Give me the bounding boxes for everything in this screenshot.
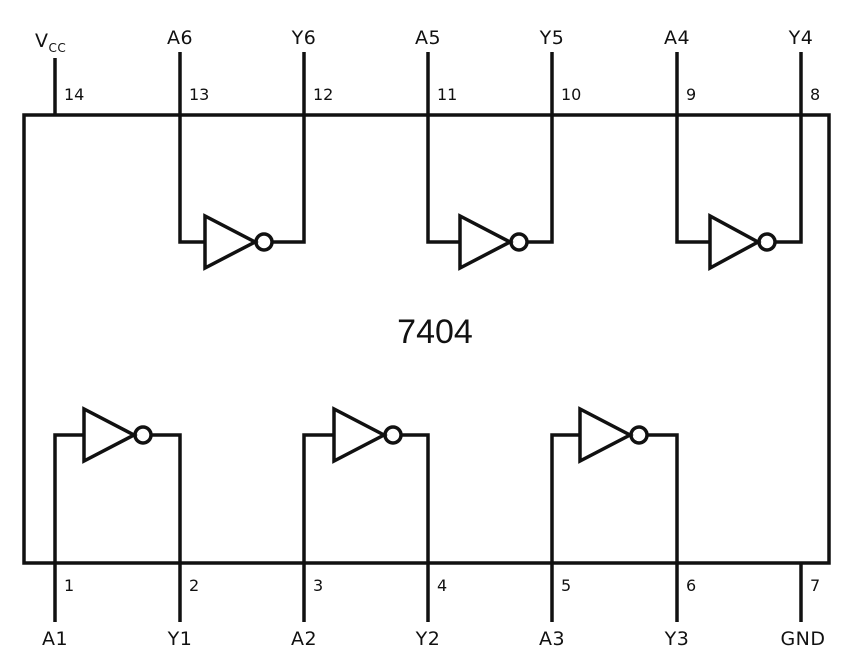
top-pin-11-label: A5 (415, 27, 441, 49)
inverter-a1-y1-output-wire (151, 433, 182, 563)
inverter-a4-y4 (675, 115, 803, 271)
top-pin-11: 11 A5 (415, 27, 457, 115)
top-pin-11-number: 11 (437, 85, 457, 104)
vcc-label-sub: CC (49, 41, 67, 55)
top-pin-8-label: Y4 (788, 27, 814, 49)
bottom-pin-2-number: 2 (189, 576, 199, 595)
top-pin-10-label: Y5 (539, 27, 565, 49)
bottom-pin-7-number: 7 (810, 576, 820, 595)
inverter-a3-y3-triangle-icon (578, 406, 634, 464)
inverter-a2-y2 (302, 406, 430, 563)
bottom-pin-6: 6 Y3 (664, 563, 696, 650)
bottom-pin-1-number: 1 (64, 576, 74, 595)
bottom-pin-6-number: 6 (686, 576, 696, 595)
bottom-pin-4-label: Y2 (415, 628, 441, 650)
vcc-label: VCC (35, 30, 66, 55)
inverter-a4-y4-input-wire (675, 115, 710, 244)
top-pin-12-number: 12 (313, 85, 333, 104)
bottom-pin-3: 3 A2 (291, 563, 323, 650)
top-pin-9: 9 A4 (664, 27, 696, 115)
bottom-pin-7-label: GND (780, 628, 825, 650)
top-pin-10: 10 Y5 (539, 27, 581, 115)
inverter-a1-y1 (53, 406, 182, 563)
bottom-pin-6-label: Y3 (664, 628, 690, 650)
inverter-a2-y2-triangle-icon (332, 406, 388, 464)
inverter-a4-y4-triangle-icon (708, 213, 762, 271)
top-pin-12-label: Y6 (291, 27, 317, 49)
top-pin-10-number: 10 (561, 85, 581, 104)
inverter-a6-y6-triangle-icon (203, 213, 259, 271)
top-pin-14-number: 14 (64, 85, 84, 104)
top-pin-8: 8 Y4 (788, 27, 820, 115)
inverter-a1-y1-input-wire (53, 433, 84, 563)
top-pin-13-label: A6 (167, 27, 193, 49)
bottom-pin-5-number: 5 (561, 576, 571, 595)
inverter-a6-y6 (178, 115, 306, 271)
bottom-pin-2: 2 Y1 (167, 563, 199, 650)
bottom-pin-4-number: 4 (437, 576, 447, 595)
inverter-a2-y2-input-wire (302, 433, 334, 563)
bottom-pin-3-number: 3 (313, 576, 323, 595)
inverter-a6-y6-input-wire (178, 115, 205, 244)
bottom-pin-2-label: Y1 (167, 628, 193, 650)
vcc-label-main: V (35, 30, 49, 52)
bottom-pin-1: 1 A1 (42, 563, 74, 650)
top-pin-12: 12 Y6 (291, 27, 333, 115)
bottom-pin-1-label: A1 (42, 628, 68, 650)
inverter-a3-y3-output-wire (647, 433, 679, 563)
bottom-pin-5: 5 A3 (539, 563, 571, 650)
bottom-pin-7: 7 GND (780, 563, 825, 650)
top-pin-14: 14 (53, 58, 84, 115)
top-pins: 14 13 A6 12 Y6 11 A5 10 Y5 9 A4 (53, 27, 820, 115)
bottom-pin-3-label: A2 (291, 628, 317, 650)
top-pin-9-label: A4 (664, 27, 690, 49)
inverter-a1-y1-triangle-icon (82, 406, 138, 464)
inverter-a3-y3 (550, 406, 679, 563)
inverter-a2-y2-output-wire (401, 433, 430, 563)
inverter-a5-y5-triangle-icon (458, 213, 514, 271)
top-pin-13: 13 A6 (167, 27, 209, 115)
top-pin-13-number: 13 (189, 85, 209, 104)
inverter-a5-y5-input-wire (426, 115, 460, 244)
chip-label: 7404 (397, 313, 473, 351)
bottom-pin-5-label: A3 (539, 628, 565, 650)
inverter-a5-y5-output-wire (527, 115, 554, 244)
inverter-a3-y3-input-wire (550, 433, 580, 563)
top-pin-9-number: 9 (686, 85, 696, 104)
top-pin-8-number: 8 (810, 85, 820, 104)
inverter-a5-y5 (426, 115, 554, 271)
bottom-pins: 1 A1 2 Y1 3 A2 4 Y2 5 A3 6 Y3 (42, 563, 825, 650)
inverter-a6-y6-output-wire (272, 115, 306, 244)
inverter-a4-y4-output-wire (775, 115, 803, 244)
bottom-pin-4: 4 Y2 (415, 563, 447, 650)
